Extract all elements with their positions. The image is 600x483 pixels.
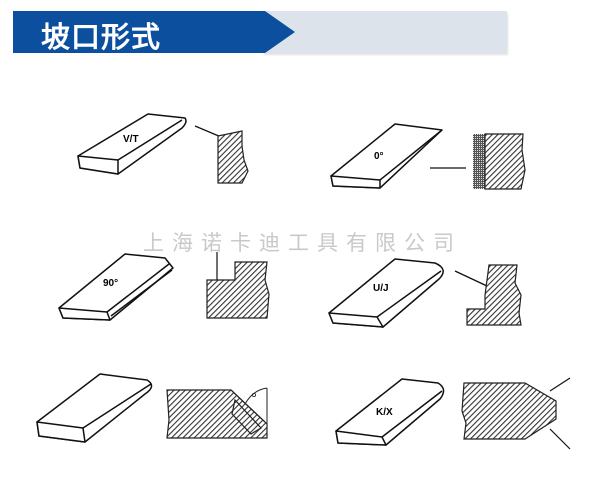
section-title: 坡口形式 xyxy=(41,20,162,54)
bevel-label-vt: V/T xyxy=(123,134,139,145)
bevel-label-kx: K/X xyxy=(376,407,393,418)
header-bar-light xyxy=(263,11,507,53)
bevel-uj-figure: U/J xyxy=(328,258,522,328)
bevel-kx-figure: K/X xyxy=(335,377,571,450)
bevel-label-zero: 0° xyxy=(374,151,384,162)
company-watermark: 上海诺卡迪工具有限公司 xyxy=(143,231,462,255)
section-header: 坡口形式 xyxy=(13,11,507,54)
bevel-label-uj: U/J xyxy=(373,283,389,294)
bevel-label-ninety: 90° xyxy=(103,278,118,289)
bevel-radius-figure xyxy=(36,373,268,443)
bevel-ninety-figure: 90° xyxy=(58,252,270,321)
bevel-vt-figure: V/T xyxy=(77,113,249,184)
bevel-zero-figure: 0° xyxy=(330,123,526,190)
header-bar-blue xyxy=(13,11,295,53)
